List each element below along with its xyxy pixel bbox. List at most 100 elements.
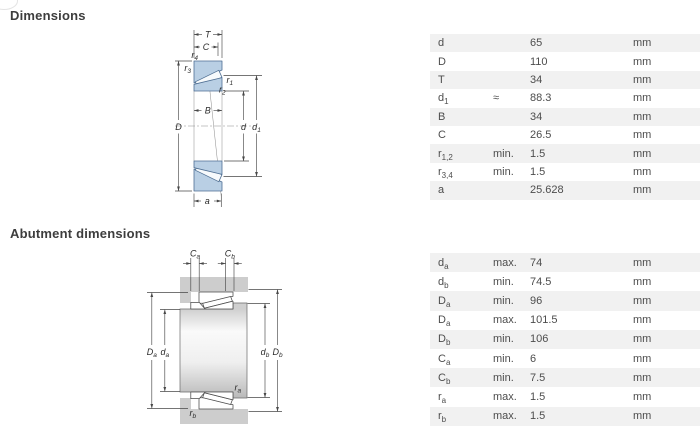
table-row: rb max. 1.5 mm <box>430 406 700 426</box>
table-row: d 65 mm <box>430 34 700 53</box>
dim-value: 74.5 <box>530 275 552 288</box>
table-row: r1,2 min. 1.5 mm <box>430 144 700 163</box>
dim-qualifier: ≈ <box>493 92 500 105</box>
dim-label-a: a <box>205 196 210 206</box>
dim-qualifier: min. <box>493 275 514 288</box>
abutment-dimensions-table: da max. 74 mm db min. 74.5 mm Da min. 96… <box>430 253 700 426</box>
dim-label-D: D <box>175 122 182 132</box>
dim-unit: mm <box>633 73 652 86</box>
dim-value: 6 <box>530 352 537 365</box>
dim-qualifier: max. <box>493 390 517 403</box>
dim-label-rb: rb <box>190 408 197 420</box>
dim-symbol: Da <box>438 314 451 329</box>
dim-value: 25.628 <box>530 184 564 197</box>
dim-label-d1: d1 <box>252 122 261 134</box>
table-row: C 26.5 mm <box>430 126 700 144</box>
dim-value: 34 <box>530 110 543 123</box>
dim-qualifier: min. <box>493 371 514 384</box>
dim-unit: mm <box>633 294 652 307</box>
dim-value: 1.5 <box>530 165 546 178</box>
dim-symbol: d1 <box>438 92 449 107</box>
dim-unit: mm <box>633 129 652 142</box>
dim-qualifier: min. <box>493 165 514 178</box>
dim-label-C: C <box>203 42 210 52</box>
dim-qualifier: max. <box>493 410 517 423</box>
table-row: Da min. 96 mm <box>430 291 700 311</box>
dim-value: 1.5 <box>530 410 546 423</box>
dim-symbol: D <box>438 55 446 68</box>
dim-label-da: da <box>160 347 169 359</box>
table-row: D 110 mm <box>430 52 700 70</box>
dim-unit: mm <box>633 314 652 327</box>
dim-label-Da: Da <box>147 347 158 359</box>
bearing-lower-half <box>193 160 223 192</box>
dim-symbol: T <box>438 73 445 86</box>
dim-label-Cb: Cb <box>225 249 236 261</box>
dim-unit: mm <box>633 37 652 50</box>
dim-unit: mm <box>633 256 652 269</box>
dim-value: 96 <box>530 294 543 307</box>
dim-qualifier: min. <box>493 333 514 346</box>
dim-symbol: r1,2 <box>438 147 453 162</box>
bearing-outline-upper <box>190 291 234 310</box>
section-header-abutment-dimensions: Abutment dimensions <box>10 226 151 241</box>
table-row: r3,4 min. 1.5 mm <box>430 163 700 181</box>
dim-qualifier: min. <box>493 147 514 160</box>
bearing-outline-lower <box>190 391 234 410</box>
dim-value: 1.5 <box>530 147 546 160</box>
dim-qualifier: min. <box>493 352 514 365</box>
bearing-cross-section-diagram: T C r4 r3 r1 r2 B D d d1 a <box>175 30 262 207</box>
dim-value: 74 <box>530 256 543 269</box>
dim-unit: mm <box>633 352 652 365</box>
dim-unit: mm <box>633 410 652 423</box>
dim-unit: mm <box>633 275 652 288</box>
dim-value: 101.5 <box>530 314 558 327</box>
dim-symbol: rb <box>438 410 447 425</box>
dim-qualifier: max. <box>493 314 517 327</box>
dim-value: 1.5 <box>530 390 546 403</box>
dim-unit: mm <box>633 390 652 403</box>
table-row: Ca min. 6 mm <box>430 349 700 368</box>
dim-value: 7.5 <box>530 371 546 384</box>
dim-symbol: B <box>438 110 446 123</box>
table-row: ra max. 1.5 mm <box>430 387 700 406</box>
dim-label-d: d <box>241 122 247 132</box>
dim-qualifier: max. <box>493 256 517 269</box>
table-row: Da max. 101.5 mm <box>430 311 700 330</box>
dim-symbol: Db <box>438 333 451 348</box>
dim-symbol: Da <box>438 294 451 310</box>
table-row: d1 ≈ 88.3 mm <box>430 89 700 107</box>
dim-value: 34 <box>530 73 543 86</box>
dim-label-r4: r4 <box>191 50 198 62</box>
table-row: db min. 74.5 mm <box>430 272 700 291</box>
dim-unit: mm <box>633 55 652 68</box>
dim-value: 110 <box>530 55 548 68</box>
dim-symbol: db <box>438 275 449 290</box>
table-row: Db min. 106 mm <box>430 329 700 349</box>
dim-value: 106 <box>530 333 549 346</box>
dim-label-T: T <box>205 30 212 40</box>
dim-unit: mm <box>633 184 652 197</box>
abutment-dimensions-diagram: Ca Cb Da da db Db ra rb <box>147 249 283 424</box>
dim-unit: mm <box>633 333 652 346</box>
dim-unit: mm <box>633 165 652 178</box>
table-row: B 34 mm <box>430 107 700 126</box>
dim-label-Db: Db <box>272 347 283 359</box>
table-row: a 25.628 mm <box>430 181 700 200</box>
dim-label-ra: ra <box>235 383 242 395</box>
table-row: Cb min. 7.5 mm <box>430 368 700 388</box>
dim-unit: mm <box>633 147 652 160</box>
dim-unit: mm <box>633 371 652 384</box>
table-row: T 34 mm <box>430 70 700 90</box>
dim-symbol: da <box>438 256 449 271</box>
dim-symbol: Ca <box>438 352 451 367</box>
bearing-upper-half <box>193 60 223 92</box>
dim-symbol: r3,4 <box>438 165 453 181</box>
housing-bottom <box>180 398 248 424</box>
dim-symbol: Cb <box>438 371 451 386</box>
dim-label-r3: r3 <box>184 63 191 75</box>
dim-symbol: C <box>438 129 446 142</box>
dim-label-r2: r2 <box>219 85 226 97</box>
housing-top <box>180 277 248 303</box>
dim-unit: mm <box>633 92 652 105</box>
